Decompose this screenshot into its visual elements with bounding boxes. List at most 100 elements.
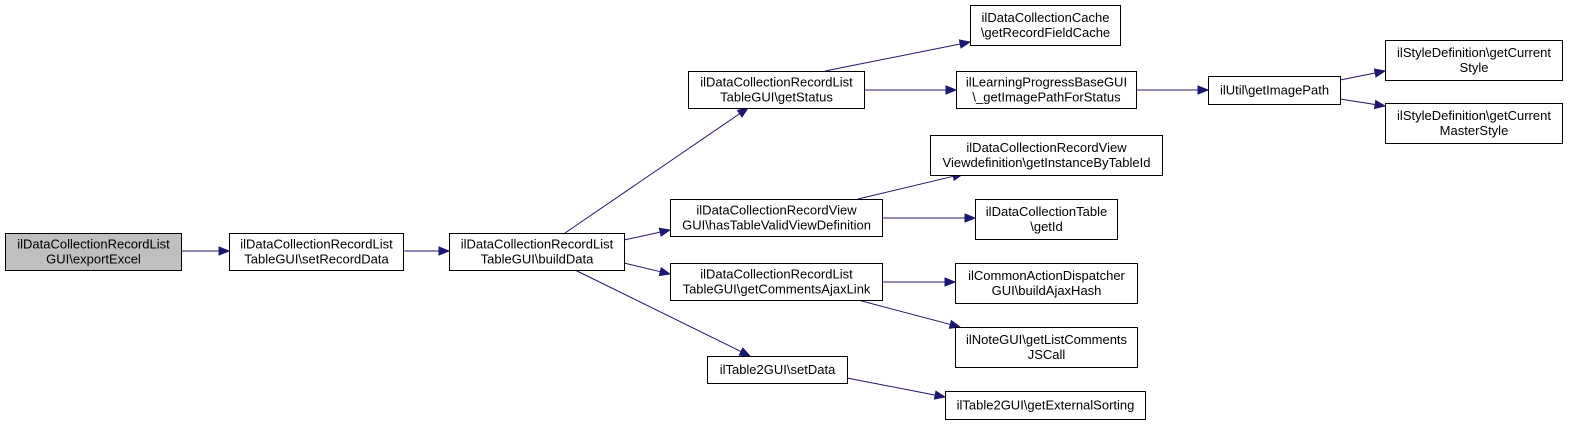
edge-line — [564, 113, 741, 234]
node-box — [707, 356, 848, 384]
node-label: ilCommonActionDispatcher — [968, 268, 1125, 283]
arrowhead — [1373, 68, 1387, 78]
node-box — [930, 135, 1163, 176]
edge-n5-n10 — [857, 171, 965, 200]
node-label: TableGUI\getCommentsAjaxLink — [683, 282, 871, 297]
node-n5[interactable]: ilDataCollectionRecordViewGUI\hasTableVa… — [670, 199, 883, 237]
node-label: ilStyleDefinition\getCurrent — [1397, 45, 1551, 60]
edge-line — [623, 262, 661, 273]
arrowhead — [658, 266, 672, 277]
edge-n5-n11 — [882, 213, 977, 223]
node-label: ilLearningProgressBaseGUI — [966, 75, 1127, 90]
node-n8[interactable]: ilDataCollectionCache\getRecordFieldCach… — [970, 5, 1121, 46]
node-box — [670, 199, 883, 237]
node-n1[interactable]: ilDataCollectionRecordListGUI\exportExce… — [5, 233, 182, 271]
arrowhead — [1197, 85, 1210, 95]
edge-line — [857, 299, 951, 325]
node-n7[interactable]: ilTable2GUI\setData — [707, 356, 848, 384]
arrowhead — [944, 277, 957, 287]
edge-n3-n4 — [564, 107, 750, 234]
arrowhead — [218, 246, 231, 256]
arrowhead — [438, 246, 451, 256]
node-box — [956, 71, 1137, 109]
edge-n3-n6 — [623, 262, 672, 277]
node-label: Viewdefinition\getInstanceByTableId — [943, 155, 1151, 170]
node-box — [1385, 40, 1563, 81]
node-label: ilUtil\getImagePath — [1220, 83, 1329, 98]
edge-n3-n5 — [623, 227, 672, 241]
node-label: Style — [1460, 60, 1489, 75]
edge-n4-n8 — [824, 39, 972, 72]
node-label: ilStyleDefinition\getCurrent — [1397, 108, 1551, 123]
node-label: ilTable2GUI\getExternalSorting — [957, 398, 1135, 413]
node-label: ilDataCollectionRecordList — [700, 75, 853, 90]
edge-n6-n12 — [882, 277, 957, 287]
node-box — [1208, 76, 1341, 105]
node-label: ilDataCollectionRecordView — [696, 203, 857, 218]
edge-line — [1339, 98, 1376, 105]
node-n15[interactable]: ilUtil\getImagePath — [1208, 76, 1341, 105]
node-n4[interactable]: ilDataCollectionRecordListTableGUI\getSt… — [688, 71, 865, 109]
node-n2[interactable]: ilDataCollectionRecordListTableGUI\setRe… — [229, 233, 404, 271]
edge-line — [857, 175, 954, 200]
node-label: GUI\hasTableValidViewDefinition — [682, 218, 871, 233]
node-label: \getId — [1030, 219, 1063, 234]
node-label: ilDataCollectionRecordView — [966, 140, 1127, 155]
node-label: ilDataCollectionTable — [986, 204, 1107, 219]
node-label: TableGUI\setRecordData — [244, 252, 389, 267]
edge-line — [1339, 72, 1376, 81]
edge-n15-n16 — [1339, 68, 1387, 81]
node-label: JSCall — [1028, 347, 1066, 362]
edge-line — [846, 377, 936, 396]
edge-n4-n9 — [864, 85, 958, 95]
edge-n6-n13 — [857, 299, 962, 329]
node-label: TableGUI\buildData — [481, 252, 594, 267]
node-n6[interactable]: ilDataCollectionRecordListTableGUI\getCo… — [670, 263, 883, 301]
node-label: GUI\buildAjaxHash — [992, 283, 1102, 298]
edge-n3-n7 — [574, 269, 752, 357]
arrowhead — [933, 390, 947, 400]
node-box — [229, 233, 404, 271]
arrowhead — [658, 227, 672, 237]
node-label: ilDataCollectionRecordList — [17, 237, 170, 252]
node-n11[interactable]: ilDataCollectionTable\getId — [975, 199, 1118, 240]
node-box — [688, 71, 865, 109]
edge-line — [824, 43, 961, 72]
node-box — [449, 233, 625, 271]
arrowhead — [736, 107, 750, 118]
arrowhead — [738, 347, 752, 357]
node-label: ilTable2GUI\setData — [720, 362, 836, 377]
node-label: MasterStyle — [1440, 123, 1509, 138]
edge-n2-n3 — [403, 246, 451, 256]
node-label: ilDataCollectionRecordList — [700, 267, 853, 282]
node-n3[interactable]: ilDataCollectionRecordListTableGUI\build… — [449, 233, 625, 271]
node-n10[interactable]: ilDataCollectionRecordViewViewdefinition… — [930, 135, 1163, 176]
arrowhead — [945, 85, 958, 95]
node-n14[interactable]: ilTable2GUI\getExternalSorting — [945, 391, 1146, 420]
edge-line — [623, 231, 661, 241]
node-n9[interactable]: ilLearningProgressBaseGUI\_getImagePathF… — [956, 71, 1137, 109]
node-n12[interactable]: ilCommonActionDispatcherGUI\buildAjaxHas… — [955, 263, 1138, 304]
node-box — [955, 263, 1138, 304]
node-label: \getRecordFieldCache — [981, 25, 1110, 40]
node-label: GUI\exportExcel — [46, 252, 141, 267]
edge-line — [574, 269, 742, 353]
node-box — [975, 199, 1118, 240]
arrowhead — [964, 213, 977, 223]
edge-n7-n14 — [846, 377, 947, 400]
arrowhead — [948, 319, 962, 329]
node-box — [945, 391, 1146, 420]
node-box — [5, 233, 182, 271]
arrowhead — [958, 39, 972, 49]
edge-n15-n17 — [1339, 98, 1387, 110]
node-label: \_getImagePathForStatus — [972, 90, 1121, 105]
node-label: ilNoteGUI\getListComments — [966, 332, 1128, 347]
node-label: TableGUI\getStatus — [720, 90, 833, 105]
node-box — [970, 5, 1121, 46]
edge-n1-n2 — [181, 246, 231, 256]
node-label: ilDataCollectionRecordList — [461, 237, 614, 252]
